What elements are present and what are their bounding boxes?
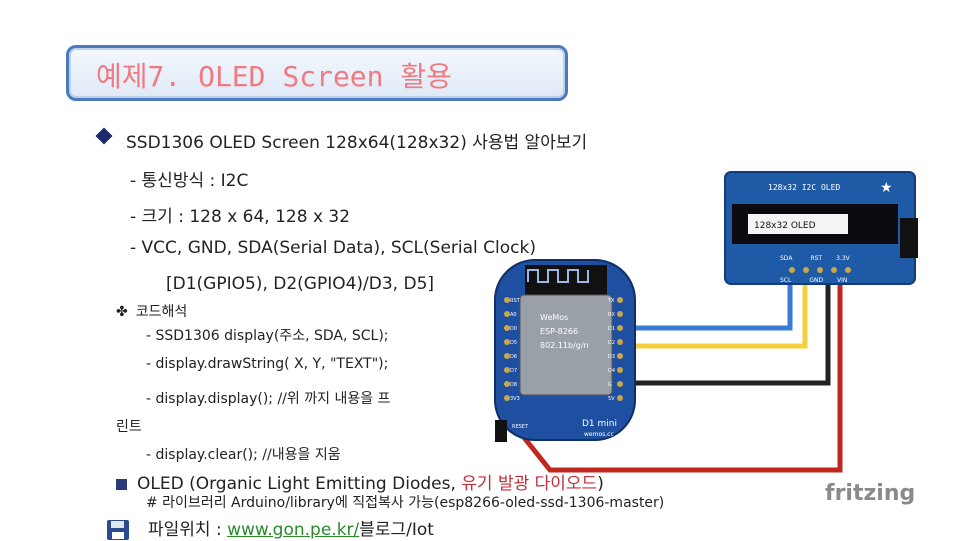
d1-site: wemos.cc: [584, 431, 614, 438]
file-link[interactable]: www.gon.pe.kr/: [227, 520, 360, 540]
wire-yellow: [620, 270, 808, 349]
file-line: 파일위치 : www.gon.pe.kr/블로그/Iot: [106, 515, 434, 541]
main-bullet-text: SSD1306 OLED Screen 128x64(128x32) 사용법 알…: [126, 133, 588, 153]
diamond-bullet-icon: [95, 127, 113, 145]
wire-blue: [620, 270, 793, 331]
item-size: - 크기 : 128 x 64, 128 x 32: [130, 207, 351, 227]
library-line: # 라이브러리 Arduino/library에 직접복사 가능(esp8266…: [146, 495, 665, 511]
clover-bullet-icon: ✤: [116, 304, 128, 320]
fritzing-logo: fritzing: [825, 481, 915, 506]
code-header: ✤코드해석: [116, 304, 188, 320]
oled-screen-label: 128x32 OLED: [754, 221, 816, 231]
code-line-3: - display.display(); //위 까지 내용을 프: [146, 391, 391, 407]
d1-brand: D1 mini: [582, 419, 617, 429]
title-box: [66, 45, 568, 101]
square-bullet-icon: [116, 478, 127, 490]
code-line-2: - display.drawString( X, Y, "TEXT");: [146, 356, 389, 372]
wire-black: [620, 270, 831, 386]
d1-mini-board: [494, 259, 636, 442]
svg-text:★: ★: [880, 180, 893, 196]
floppy-disk-icon: [107, 520, 129, 540]
code-line-1: - SSD1306 display(주소, SDA, SCL);: [146, 328, 389, 344]
code-line-3-wrap: 린트: [116, 419, 142, 435]
antenna-trace: [527, 269, 589, 283]
item-protocol: - 통신방식 : I2C: [130, 171, 249, 191]
oled-header-label: 128x32 I2C OLED: [768, 183, 840, 192]
item-pins: - VCC, GND, SDA(Serial Data), SCL(Serial…: [130, 238, 536, 258]
code-line-4: - display.clear(); //내용을 지움: [146, 447, 341, 463]
oled-module: ★: [724, 171, 918, 285]
slide-title: 예제7. OLED Screen 활용: [96, 60, 452, 93]
item-gpio: [D1(GPIO5), D2(GPIO4)/D3, D5]: [166, 274, 435, 294]
d1-reset-label: RESET: [512, 424, 529, 430]
oled-line: OLED (Organic Light Emitting Diodes, 유기 …: [116, 469, 604, 494]
